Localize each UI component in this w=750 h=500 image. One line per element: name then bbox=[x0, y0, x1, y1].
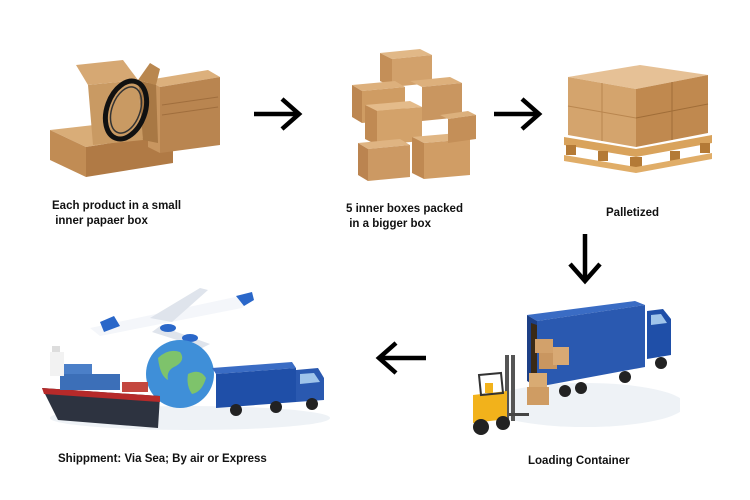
arrow-right-icon bbox=[252, 96, 304, 132]
step-caption-inner-boxes: 5 inner boxes packed in a bigger box bbox=[346, 203, 463, 230]
inner-boxes-illustration bbox=[350, 45, 480, 185]
arrow-left-icon bbox=[372, 340, 428, 376]
step-caption-palletized: Palletized bbox=[606, 207, 660, 219]
step-caption-shipment: Shippment: Via Sea; By air or Express bbox=[58, 453, 267, 465]
arrow-right-icon bbox=[492, 96, 544, 132]
step-caption-small-box: Each product in a small inner papaer box bbox=[52, 200, 182, 227]
pallet-illustration bbox=[560, 55, 715, 180]
loading-container-illustration bbox=[465, 295, 680, 445]
shipment-illustration bbox=[40, 278, 330, 438]
product-box-illustration bbox=[48, 55, 228, 185]
step-caption-loading: Loading Container bbox=[528, 455, 630, 467]
arrow-down-icon bbox=[567, 232, 603, 286]
